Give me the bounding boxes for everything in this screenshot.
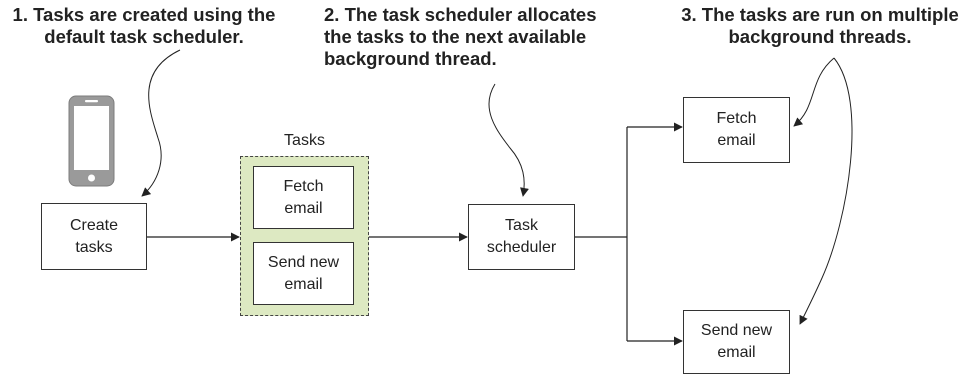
send-email-thread-box: Send new email (683, 310, 790, 374)
fetch-email-task-line-1: Fetch (283, 177, 324, 195)
fetch-email-task-line-2: email (284, 199, 323, 217)
task-scheduler-box: Task scheduler (468, 204, 575, 270)
annotation-step-3-line-2: background threads. (728, 26, 912, 47)
send-email-thread-line-2: email (717, 344, 756, 361)
send-email-task-box: Send new email (253, 242, 354, 305)
annotation-step-2-line-2: the tasks to the next available (324, 26, 587, 47)
annotation-step-2-line-1: 2. The task scheduler allocates (324, 4, 597, 25)
annotation-step-1-line-1: 1. Tasks are created using the (12, 4, 276, 25)
create-tasks-label-line-2: tasks (75, 238, 113, 256)
annotation-step-1-line-2: default task scheduler. (44, 26, 244, 47)
task-scheduler-line-2: scheduler (486, 239, 557, 256)
smartphone-icon (68, 95, 115, 187)
annotation-step-2: 2. The task scheduler allocates the task… (324, 4, 614, 70)
send-email-task-line-2: email (284, 275, 323, 293)
create-tasks-box: Create tasks (41, 203, 147, 270)
fetch-email-thread-line-1: Fetch (716, 110, 757, 127)
callout-line-step2 (488, 83, 529, 197)
fetch-email-thread-box: Fetch email (683, 97, 790, 163)
callout-line-step3-bottom (799, 57, 853, 325)
annotation-step-1: 1. Tasks are created using the default t… (8, 4, 280, 48)
annotation-step-2-line-3: background thread. (324, 48, 497, 69)
arrow-scheduler-to-threads (575, 127, 628, 341)
fetch-email-task-box: Fetch email (253, 166, 354, 229)
send-email-task-line-1: Send new (267, 253, 340, 271)
create-tasks-label-line-1: Create (69, 216, 119, 234)
fetch-email-thread-line-2: email (717, 132, 756, 149)
callout-line-step3-top (793, 57, 835, 127)
tasks-group-label: Tasks (284, 132, 325, 149)
task-scheduler-line-1: Task (505, 217, 538, 234)
send-email-thread-line-1: Send new (700, 322, 773, 339)
annotation-step-3: 3. The tasks are run on multiple backgro… (668, 4, 972, 48)
annotation-step-3-line-1: 3. The tasks are run on multiple (681, 4, 959, 25)
callout-line-step1 (141, 49, 181, 197)
